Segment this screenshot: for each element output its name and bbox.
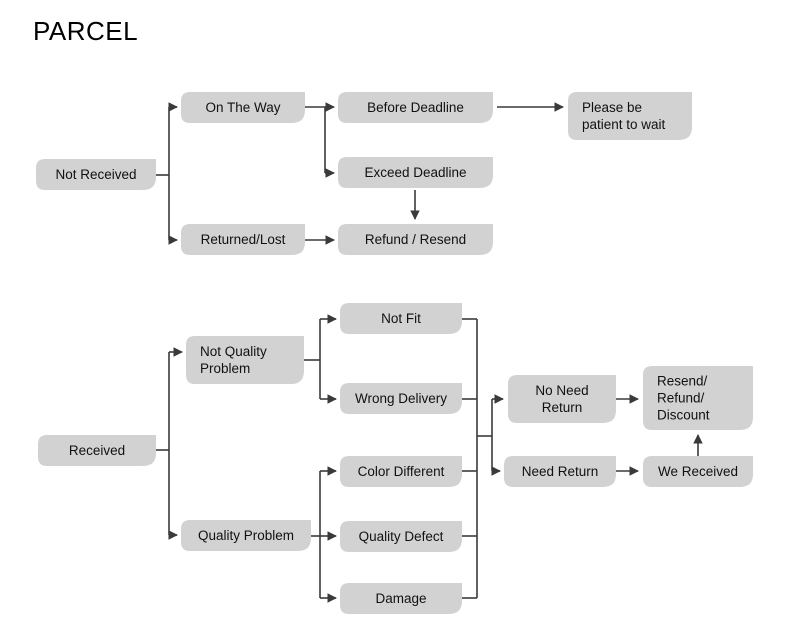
node-label-quality-defect: Quality Defect <box>359 529 444 544</box>
node-label-received: Received <box>69 443 125 458</box>
node-received[interactable]: Received <box>38 435 156 466</box>
node-shape-before-deadline <box>338 92 493 123</box>
node-label-returned-lost: Returned/Lost <box>201 232 286 247</box>
node-label-quality-problem: Quality Problem <box>198 528 294 543</box>
node-shape-refund-resend <box>338 224 493 255</box>
node-quality-defect[interactable]: Quality Defect <box>340 521 462 552</box>
node-shape-color-different <box>340 456 462 487</box>
node-on-the-way[interactable]: On The Way <box>181 92 305 123</box>
node-color-different[interactable]: Color Different <box>340 456 462 487</box>
node-shape-on-the-way <box>181 92 305 123</box>
node-label-before-deadline: Before Deadline <box>367 100 464 115</box>
node-label-not-received: Not Received <box>55 167 136 182</box>
node-shape-quality-defect <box>340 521 462 552</box>
node-label-need-return: Need Return <box>522 464 599 479</box>
node-label-we-received: We Received <box>658 464 738 479</box>
node-label-on-the-way: On The Way <box>205 100 280 115</box>
node-shape-not-quality <box>186 336 304 384</box>
node-exceed-deadline[interactable]: Exceed Deadline <box>338 157 493 188</box>
node-shape-not-fit <box>340 303 462 334</box>
node-shape-returned-lost <box>181 224 305 255</box>
node-label-wrong-delivery: Wrong Delivery <box>355 391 447 406</box>
node-shape-resend-refund <box>643 366 753 430</box>
node-resend-refund[interactable]: Resend/Refund/Discount <box>643 366 753 430</box>
node-shape-no-need-return <box>508 375 616 423</box>
node-not-fit[interactable]: Not Fit <box>340 303 462 334</box>
page-title: PARCEL <box>33 16 139 46</box>
node-wrong-delivery[interactable]: Wrong Delivery <box>340 383 462 414</box>
node-before-deadline[interactable]: Before Deadline <box>338 92 493 123</box>
node-quality-problem[interactable]: Quality Problem <box>181 520 311 551</box>
connector-lines <box>156 102 703 603</box>
node-label-resend-refund: Resend/Refund/Discount <box>657 374 710 423</box>
node-shape-quality-problem <box>181 520 311 551</box>
node-not-received[interactable]: Not Received <box>36 159 156 190</box>
node-returned-lost[interactable]: Returned/Lost <box>181 224 305 255</box>
node-shape-we-received <box>643 456 753 487</box>
node-damage[interactable]: Damage <box>340 583 462 614</box>
node-shape-exceed-deadline <box>338 157 493 188</box>
node-shape-wrong-delivery <box>340 383 462 414</box>
node-label-exceed-deadline: Exceed Deadline <box>364 165 466 180</box>
node-label-refund-resend: Refund / Resend <box>365 232 466 247</box>
node-we-received[interactable]: We Received <box>643 456 753 487</box>
node-shape-damage <box>340 583 462 614</box>
node-label-damage: Damage <box>375 591 426 606</box>
node-shape-not-received <box>36 159 156 190</box>
node-shape-please-wait <box>568 92 692 140</box>
node-shape-need-return <box>504 456 616 487</box>
node-label-color-different: Color Different <box>358 464 445 479</box>
node-shape-received <box>38 435 156 466</box>
node-label-not-fit: Not Fit <box>381 311 421 326</box>
node-refund-resend[interactable]: Refund / Resend <box>338 224 493 255</box>
node-need-return[interactable]: Need Return <box>504 456 616 487</box>
